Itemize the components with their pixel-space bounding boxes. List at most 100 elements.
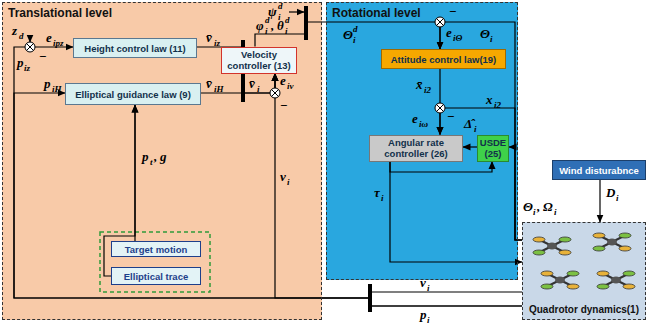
- signal-connector: [275, 74, 522, 299]
- rotor: [597, 271, 609, 276]
- junction-circle: [25, 42, 35, 52]
- process-box: Attitude control law(19): [381, 49, 506, 69]
- quadrotor-icon: [593, 233, 631, 251]
- signal-connector: [599, 180, 600, 222]
- region-fill: [326, 2, 518, 280]
- quadrotor-icon: [541, 271, 579, 289]
- input-box: Target motion: [111, 241, 201, 257]
- signal-label: e: [46, 31, 52, 44]
- process-box: Angular rate controller (26): [369, 135, 463, 162]
- signal-label: Θ: [523, 200, 533, 213]
- sign-label: −: [449, 5, 456, 18]
- drone-body: [611, 277, 621, 284]
- sign-label: −: [39, 50, 46, 63]
- rotor: [533, 237, 545, 242]
- signal-label: g: [160, 150, 167, 163]
- signal-label: iv: [287, 82, 294, 91]
- signal-label: v: [420, 276, 426, 289]
- signal-label: p: [420, 308, 427, 321]
- region-title: Rotational level: [332, 6, 421, 20]
- junction-cross: [437, 19, 444, 26]
- junction-circle: [435, 103, 445, 113]
- signal-label: ,: [154, 150, 157, 163]
- junction-cross: [437, 19, 444, 26]
- plant-ground: [522, 222, 646, 320]
- signal-label: i: [427, 316, 430, 325]
- signal-label: v̄: [206, 77, 212, 90]
- rotor: [597, 284, 609, 289]
- summing-junction: [435, 17, 445, 27]
- signal-label: d: [353, 25, 358, 34]
- signal-connector: [201, 74, 275, 94]
- box-label: USDE (25): [478, 137, 508, 159]
- junction-cross: [27, 44, 34, 51]
- signal-label: i: [265, 27, 268, 36]
- box-label: Quadrotor dynamics(1): [529, 304, 639, 315]
- junction-cross: [27, 44, 34, 51]
- signal-label: v: [280, 170, 286, 183]
- rotor: [541, 284, 553, 289]
- signal-label: iΘ: [453, 34, 462, 43]
- signal-label: p: [44, 77, 51, 90]
- box-label: Velocity controller (13): [222, 49, 296, 71]
- signal-label: x̄: [416, 78, 423, 91]
- process-box: Velocity controller (13): [221, 47, 297, 74]
- signal-label: d: [19, 32, 24, 41]
- signal-label: v̄: [249, 77, 255, 90]
- box-label: Wind disturabnce: [557, 165, 641, 176]
- signal-label: iH: [214, 85, 224, 94]
- signal-label: i: [353, 36, 356, 45]
- rotor: [559, 250, 571, 255]
- signal-label: ,: [271, 19, 274, 32]
- box-label: Attitude control law(19): [389, 54, 499, 65]
- junction-cross: [437, 105, 444, 112]
- signal-label: d: [265, 16, 270, 25]
- box-label: Elliptical guidance law (9): [73, 89, 193, 100]
- junction-circle: [435, 17, 445, 27]
- box-label: Height control law (11): [82, 43, 187, 54]
- box-label: Target motion: [123, 244, 190, 255]
- signal-label: Δ̂: [464, 117, 472, 130]
- signal-label: e: [446, 26, 452, 39]
- signal-label: i: [533, 208, 536, 217]
- group-outline: [100, 232, 210, 292]
- input-arrow: [29, 37, 30, 42]
- mux-bar: [304, 6, 308, 40]
- signal-label: i: [616, 194, 619, 203]
- signal-label: i: [554, 208, 557, 217]
- drone-body: [607, 239, 617, 246]
- signal-label: p: [17, 56, 24, 69]
- signal-label: d: [285, 16, 290, 25]
- signal-connector: [440, 108, 522, 240]
- quadrotor-icon: [533, 237, 571, 255]
- signal-label: τ: [374, 186, 380, 199]
- sign-label: −: [280, 99, 287, 112]
- box-label: Elliptical trace: [122, 271, 190, 282]
- rotor: [619, 233, 631, 238]
- signal-label: θ: [277, 19, 284, 32]
- drone-body: [555, 277, 565, 284]
- rotor: [623, 271, 635, 276]
- disturbance-box: Wind disturabnce: [552, 160, 646, 180]
- junction-cross: [437, 105, 444, 112]
- summing-junction: [25, 42, 35, 52]
- signal-connector: [463, 146, 477, 147]
- signal-label: ipz: [53, 39, 64, 48]
- signal-label: x: [486, 93, 493, 106]
- rotor: [623, 284, 635, 289]
- signal-label: ,: [537, 200, 540, 213]
- signal-label: Θ: [480, 27, 490, 40]
- signal-label: i: [257, 85, 260, 94]
- signal-label: t: [150, 158, 153, 167]
- signal-connector: [14, 47, 522, 306]
- junction-cross: [272, 90, 279, 97]
- signal-connector: [390, 162, 522, 263]
- drone-body: [547, 243, 557, 250]
- signal-label: i: [427, 284, 430, 293]
- process-box: Elliptical guidance law (9): [65, 83, 201, 105]
- estimator-box: USDE (25): [477, 135, 509, 162]
- signal-label: i: [474, 125, 477, 134]
- box-label: Angular rate controller (26): [370, 137, 462, 159]
